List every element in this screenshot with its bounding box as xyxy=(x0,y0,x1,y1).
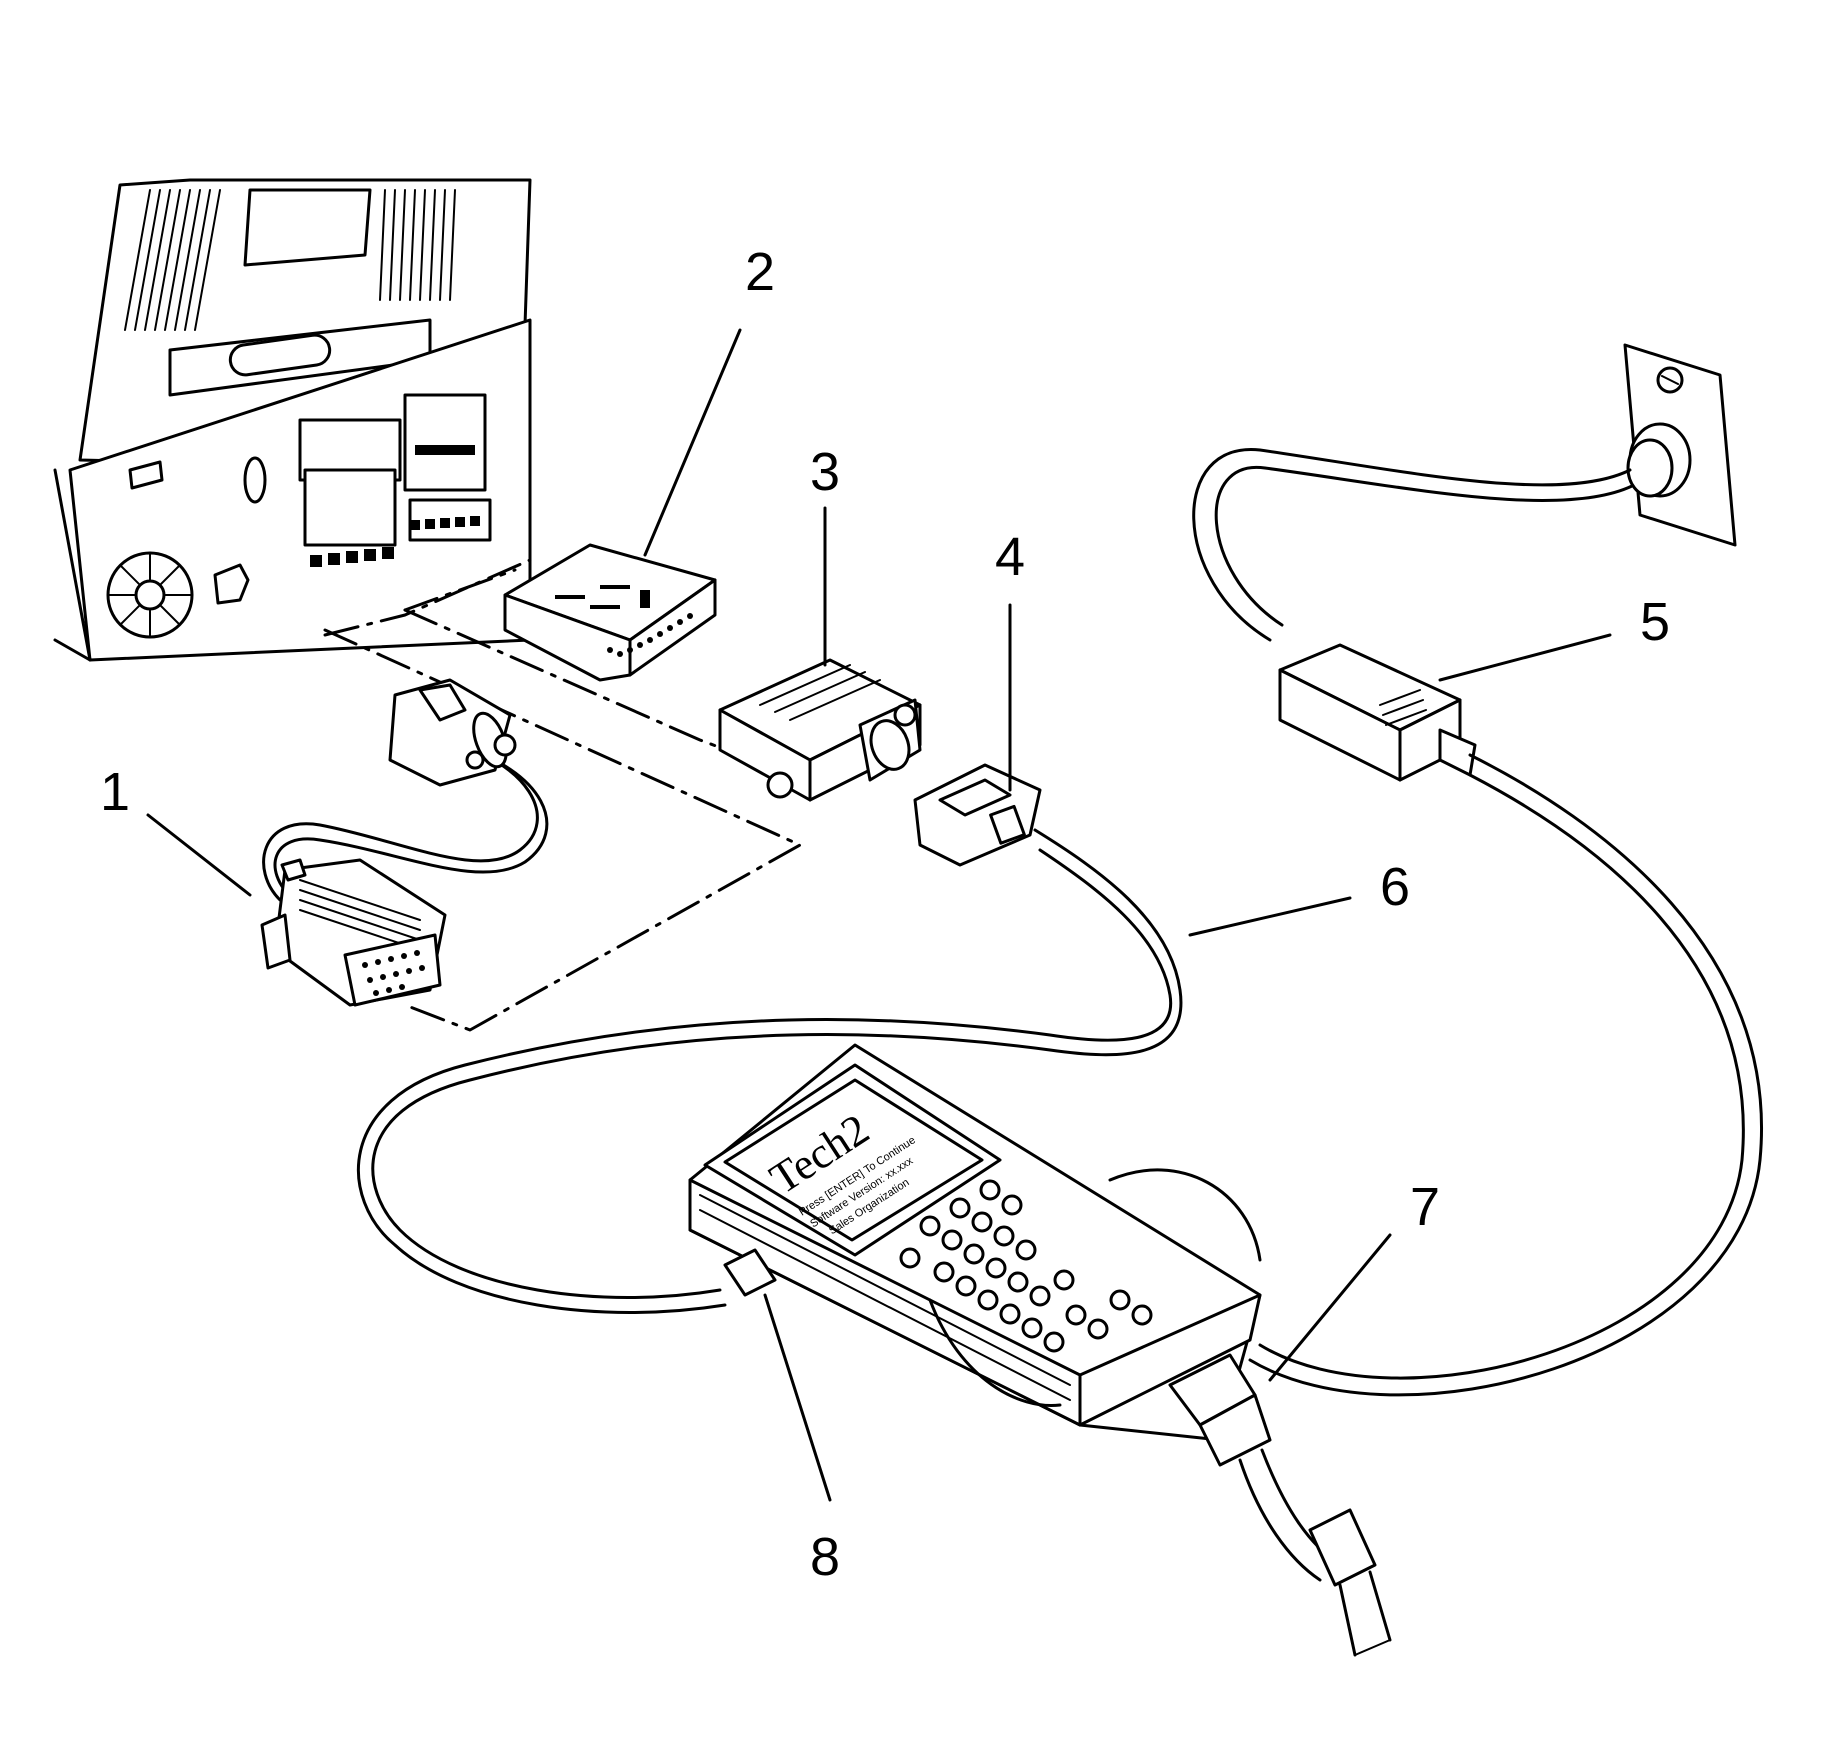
callout-8: 8 xyxy=(810,1527,840,1587)
tech2-scan-tool xyxy=(688,1043,1392,1657)
callout-6: 6 xyxy=(1380,857,1410,917)
adapter-box xyxy=(503,543,717,682)
callout-5: 5 xyxy=(1640,592,1670,652)
db25-db9-adapter xyxy=(718,658,922,802)
callout-2: 2 xyxy=(745,242,775,302)
power-supply xyxy=(1192,343,1763,1397)
serial-cable-connector xyxy=(913,763,1042,867)
callout-1: 1 xyxy=(100,762,130,822)
computer-tower xyxy=(53,178,532,662)
callout-3: 3 xyxy=(810,442,840,502)
callout-labels: 1 2 3 4 5 6 7 8 xyxy=(100,242,1670,1587)
callout-7: 7 xyxy=(1410,1177,1440,1237)
serial-adapter-cable xyxy=(260,678,549,1007)
serial-cable xyxy=(357,828,1183,1314)
tech2-keypad xyxy=(899,1179,1153,1353)
callout-4: 4 xyxy=(995,527,1025,587)
leader-lines xyxy=(146,328,1612,1502)
